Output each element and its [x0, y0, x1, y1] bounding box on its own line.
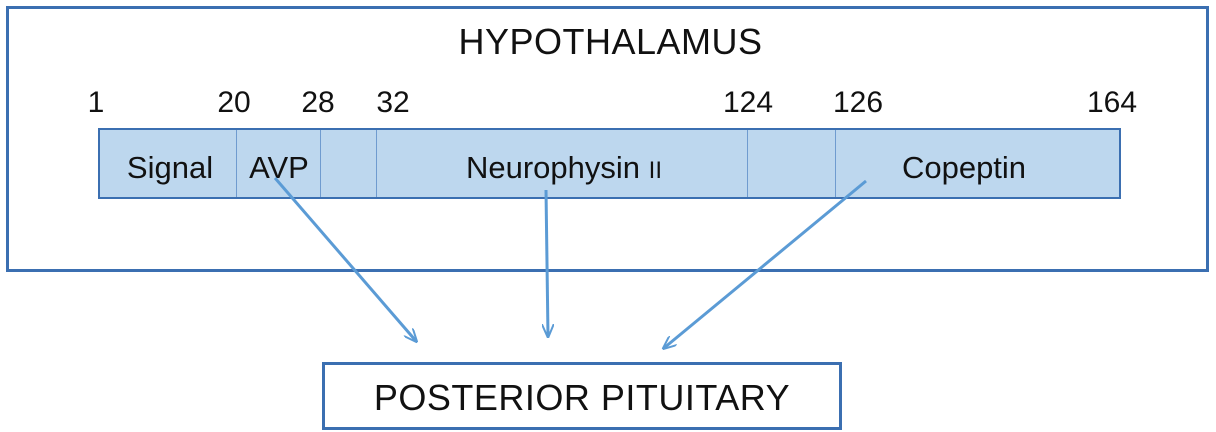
posterior-pituitary-label: POSTERIOR PITUITARY — [373, 377, 791, 418]
neurophysin-suffix-text: II — [648, 157, 663, 184]
segment-copeptin-label: Copeptin — [901, 150, 1027, 185]
arrow-avp-to-pituitary — [273, 177, 416, 341]
segment-neurophysin-label: Neurophysin II — [466, 150, 662, 186]
segment-copeptin: Copeptin — [835, 130, 1119, 197]
neurophysin-main-text: Neurophysin — [465, 150, 641, 185]
position-label-164: 164 — [1086, 86, 1138, 119]
arrow-copeptin-to-pituitary — [664, 179, 867, 348]
segment-linker-2 — [747, 130, 835, 197]
position-label-32: 32 — [376, 86, 410, 119]
position-label-126: 126 — [832, 86, 884, 119]
segment-avp: AVP — [236, 130, 320, 197]
segment-linker-1 — [320, 130, 376, 197]
prohormone-bar: Signal AVP Neurophysin II Copeptin — [98, 128, 1121, 199]
segment-signal: Signal — [100, 130, 236, 197]
hypothalamus-title: HYPOTHALAMUS — [458, 21, 763, 62]
segment-signal-label: Signal — [126, 150, 214, 185]
arrow-neurophysin-to-pituitary — [546, 189, 548, 336]
segment-neurophysin: Neurophysin II — [376, 130, 747, 197]
position-label-1: 1 — [87, 86, 105, 119]
position-label-124: 124 — [722, 86, 774, 119]
segment-avp-label: AVP — [249, 150, 309, 185]
position-label-20: 20 — [217, 86, 251, 119]
posterior-pituitary-box: POSTERIOR PITUITARY — [322, 362, 842, 430]
position-label-28: 28 — [301, 86, 335, 119]
